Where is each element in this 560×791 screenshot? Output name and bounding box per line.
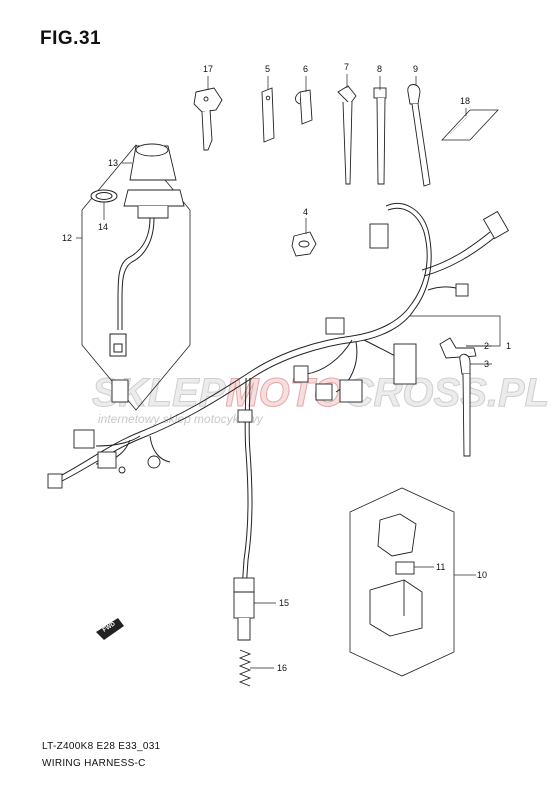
watermark-tagline: internetowy sklep motocyklowy [98, 412, 264, 426]
connector-far-left [47, 473, 63, 489]
callout-18: 18 [460, 96, 470, 106]
terminal-left [118, 466, 126, 474]
connector-center-mid [315, 383, 333, 401]
callout-12: 12 [62, 233, 72, 243]
connector-center-top [325, 317, 345, 335]
leader-lines [76, 74, 501, 669]
connector-left-a [73, 429, 95, 449]
connector-top-right [482, 210, 510, 240]
callout-14: 14 [98, 222, 108, 232]
model-code: LT-Z400K8 E28 E33_031 [42, 741, 161, 752]
clip-4 [291, 231, 317, 257]
cable-tie-8 [373, 87, 387, 185]
callout-6: 6 [303, 64, 308, 74]
callout-1: 1 [506, 341, 511, 351]
fuse [395, 561, 415, 575]
connector-small-right [455, 283, 469, 297]
figure-name: WIRING HARNESS-C [42, 758, 146, 769]
connector-large-block [393, 343, 417, 385]
ignition-key [193, 87, 223, 151]
callout-2: 2 [484, 341, 489, 351]
callout-17: 17 [203, 64, 213, 74]
connector-center-red [339, 379, 363, 403]
cable-tie-7 [337, 85, 357, 185]
bracket-5 [261, 87, 275, 143]
clamp-6 [295, 89, 313, 125]
callout-9: 9 [413, 64, 418, 74]
relay-frame [349, 487, 455, 677]
connector-upper-left [111, 379, 129, 403]
cable-tie-3 [459, 353, 471, 457]
relay-cover [377, 513, 417, 557]
connector-sensor-branch [237, 409, 253, 423]
lock-nut [90, 189, 118, 203]
ignition-switch [123, 143, 185, 219]
oxygen-sensor [233, 577, 255, 641]
spring-clip [238, 649, 252, 687]
bracket-2 [439, 337, 477, 359]
callout-11: 11 [436, 562, 445, 572]
ground-terminal [147, 455, 161, 469]
callout-5: 5 [265, 64, 270, 74]
callout-16: 16 [277, 663, 287, 673]
callout-8: 8 [377, 64, 382, 74]
callout-labels: 17 5 6 7 8 9 18 13 14 12 4 1 2 3 11 10 1… [62, 62, 511, 673]
cable-tie-9 [407, 84, 431, 187]
ignition-switch-lead [109, 217, 155, 357]
forward-marker: FWD [96, 618, 124, 640]
callout-13: 13 [108, 158, 118, 168]
ignition-switch-frame [81, 144, 191, 411]
figure-title: FIG.31 [40, 28, 102, 49]
connector-center-left [293, 365, 309, 383]
relay-body [369, 579, 423, 637]
harness-connectors [47, 210, 510, 489]
callout-10: 10 [477, 570, 487, 580]
callout-7: 7 [344, 62, 349, 72]
callout-3: 3 [484, 359, 489, 369]
callout-4: 4 [303, 207, 308, 217]
label-sticker [441, 109, 499, 141]
connector-top-center [369, 223, 389, 249]
callout-15: 15 [279, 598, 289, 608]
connector-left-b [97, 451, 117, 469]
